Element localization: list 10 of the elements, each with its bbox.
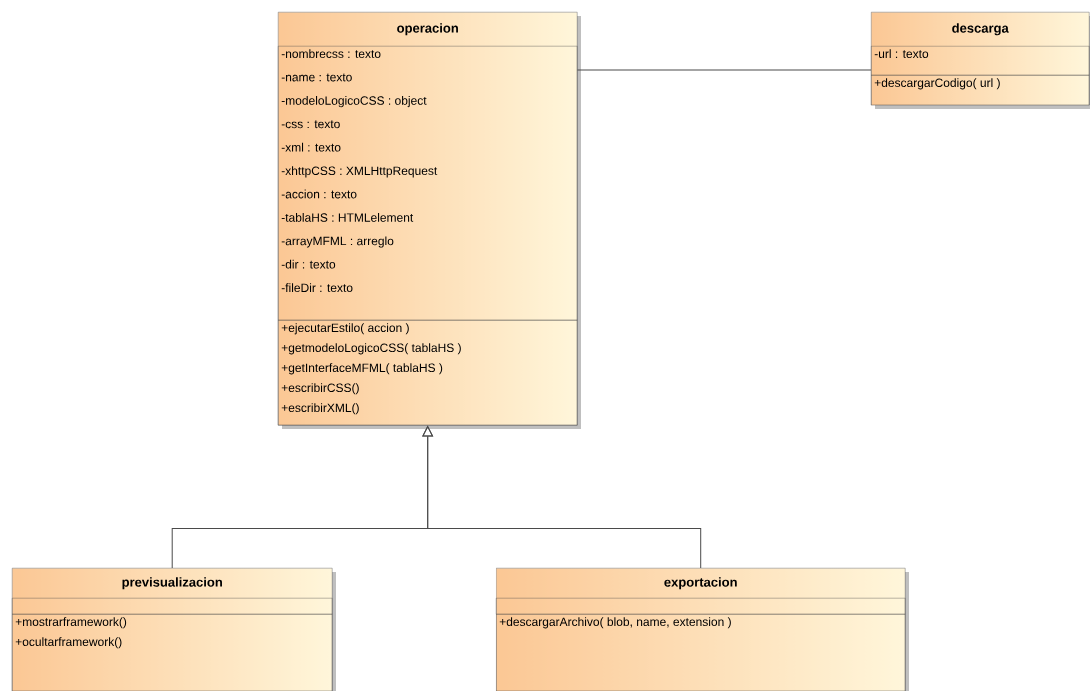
generalization-arrow [422, 426, 702, 569]
empty-compartment [12, 598, 333, 615]
method-compartment: +descargarCodigo( url ) [871, 75, 1090, 106]
attribute-compartment: -nombrecss : texto -name : texto -modeloLogicoCSS : object -css : texto -xml : texto -xhttpCSS : XMLHttpRequest -accion : texto -tablaHS : HTMLelement -arrayMFML : arreglo -dir : texto -fileDir : texto [278, 46, 578, 321]
attribute-compartment: -url : texto [871, 46, 1090, 76]
method-compartment: +mostrarframework() +ocultarframework() [12, 614, 333, 691]
method-compartment: +ejecutarEstilo( accion ) +getmodeloLogicoCSS( tablaHS ) +getInterfaceMFML( tablaHS ) +escribirCSS() +escribirXML() [278, 320, 578, 426]
empty-compartment [496, 598, 906, 615]
method-compartment: +descargarArchivo( blob, name, extension ) [496, 614, 906, 691]
association-line [576, 69, 872, 71]
